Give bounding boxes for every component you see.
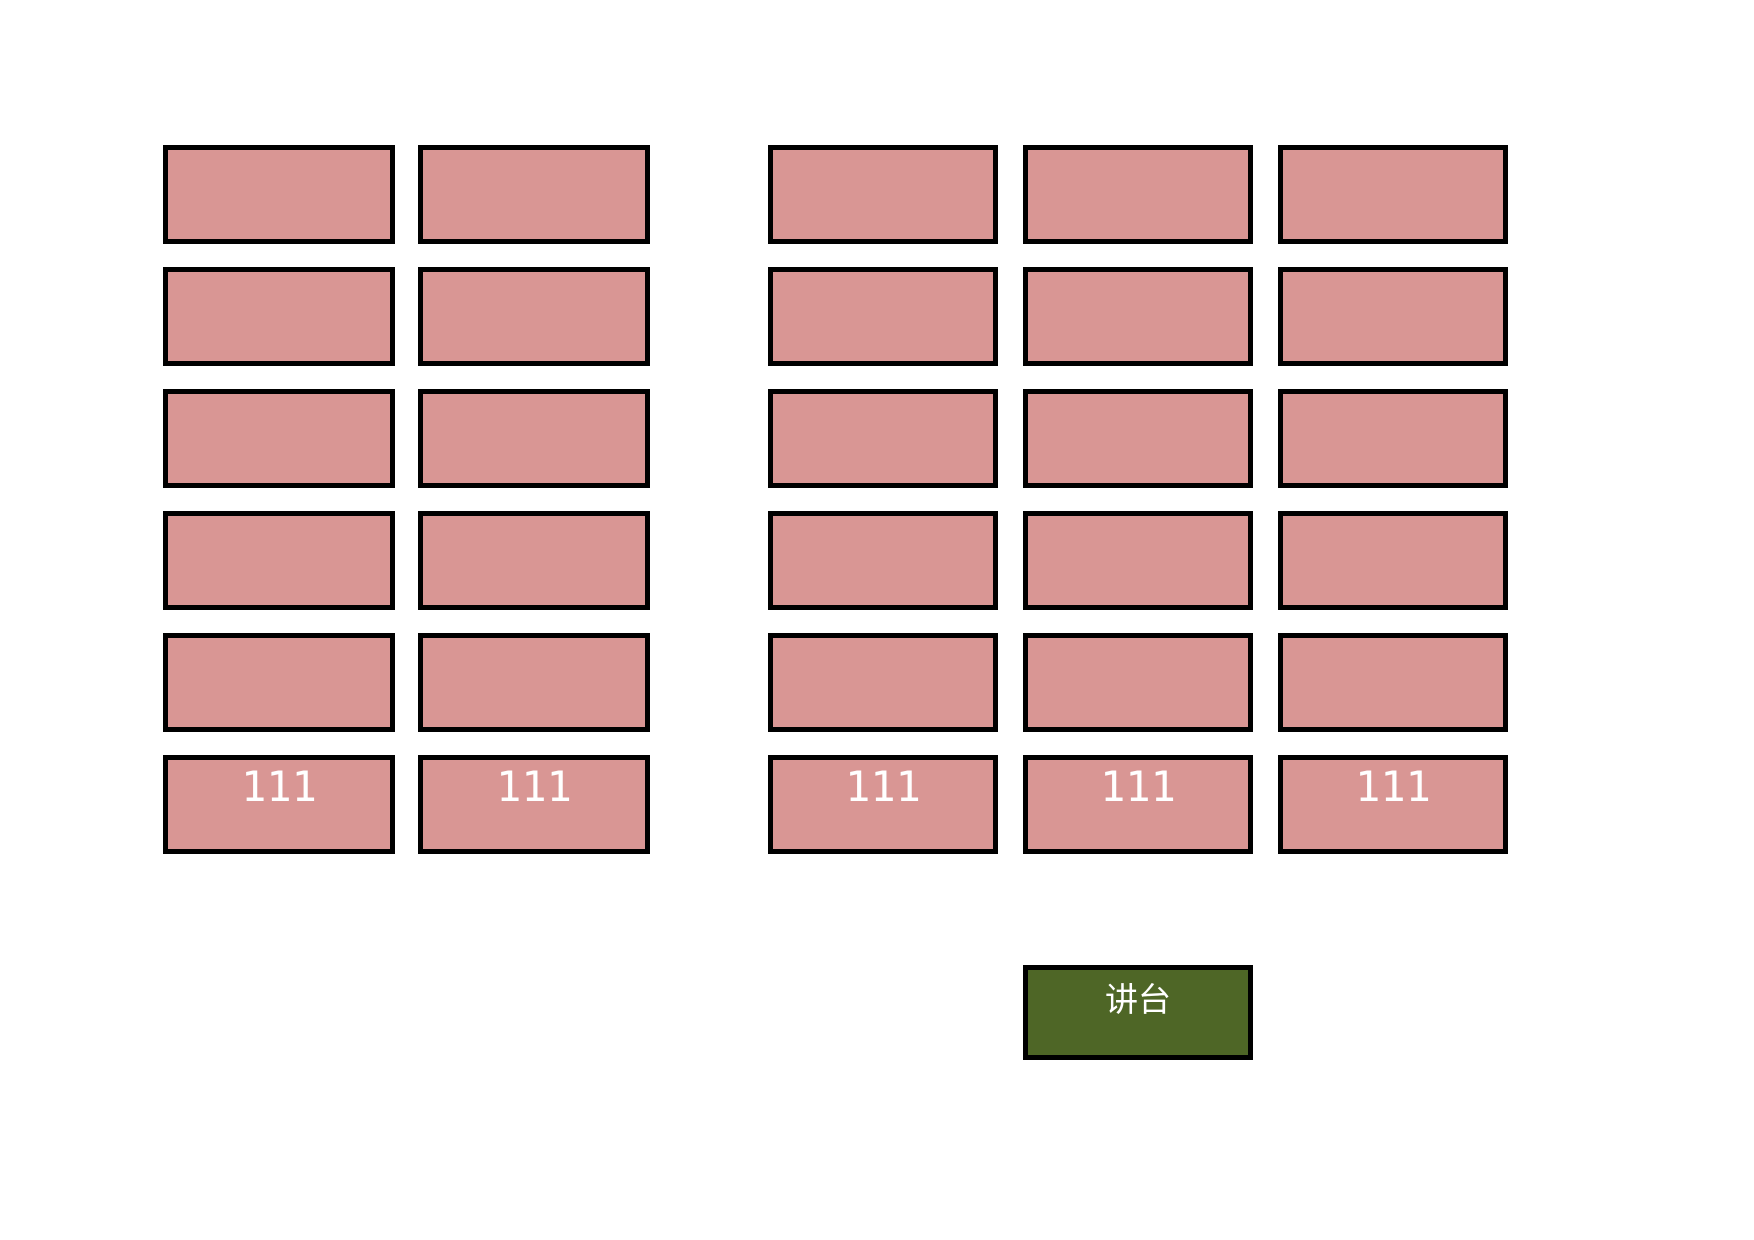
seat[interactable] <box>1278 389 1508 488</box>
seat[interactable]: 111 <box>1023 755 1253 854</box>
seat[interactable] <box>768 267 998 366</box>
podium[interactable]: 讲台 <box>1023 965 1253 1060</box>
seat[interactable] <box>1023 389 1253 488</box>
seat[interactable] <box>163 633 395 732</box>
seat[interactable] <box>1278 633 1508 732</box>
seat[interactable]: 111 <box>163 755 395 854</box>
seat-block-left: 111 111 <box>163 145 650 854</box>
seat[interactable] <box>1023 633 1253 732</box>
seat[interactable] <box>1023 511 1253 610</box>
seat-label: 111 <box>1100 762 1176 811</box>
seat[interactable] <box>768 511 998 610</box>
seat[interactable] <box>418 145 650 244</box>
seat[interactable] <box>163 389 395 488</box>
seat[interactable] <box>1278 267 1508 366</box>
seat[interactable] <box>418 511 650 610</box>
seat[interactable]: 111 <box>418 755 650 854</box>
seat-block-right: 111 111 111 <box>768 145 1508 854</box>
podium-label: 讲台 <box>1105 980 1171 1019</box>
seat[interactable] <box>163 511 395 610</box>
seat[interactable]: 111 <box>768 755 998 854</box>
seat-label: 111 <box>241 762 317 811</box>
seat[interactable] <box>418 633 650 732</box>
seat[interactable]: 111 <box>1278 755 1508 854</box>
seat[interactable] <box>1023 267 1253 366</box>
seat[interactable] <box>163 145 395 244</box>
seat[interactable] <box>1278 145 1508 244</box>
seat[interactable] <box>768 389 998 488</box>
seat[interactable] <box>418 389 650 488</box>
seat[interactable] <box>1278 511 1508 610</box>
seat[interactable] <box>418 267 650 366</box>
seat[interactable] <box>163 267 395 366</box>
seat[interactable] <box>768 145 998 244</box>
seat-label: 111 <box>1355 762 1431 811</box>
seat-label: 111 <box>496 762 572 811</box>
seat[interactable] <box>768 633 998 732</box>
seat[interactable] <box>1023 145 1253 244</box>
seat-label: 111 <box>845 762 921 811</box>
